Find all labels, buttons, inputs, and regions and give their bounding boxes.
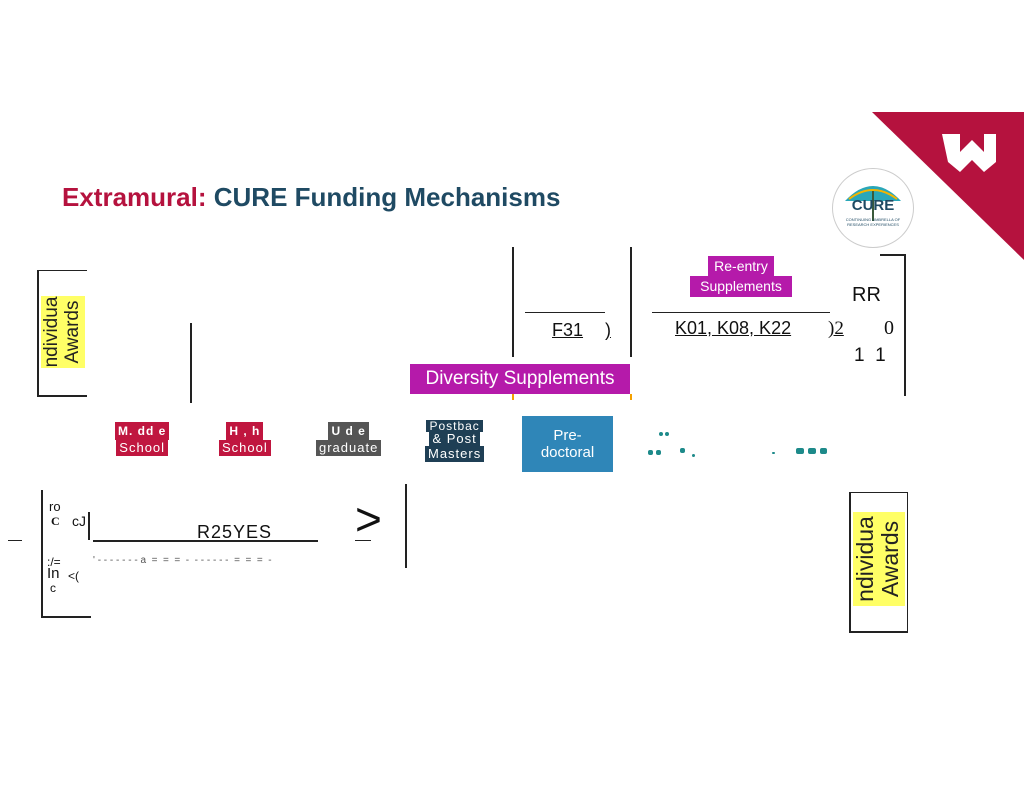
one-one-label: 1 1 — [854, 345, 886, 366]
stage-postbac-top: Postbac — [426, 420, 483, 432]
reentry-label-line2: Supplements — [690, 276, 792, 297]
stage-middle-school: M. dd e School — [115, 422, 170, 456]
stage-high-school-bottom: School — [219, 440, 271, 456]
page-title: Extramural: CURE Funding Mechanisms — [62, 182, 560, 213]
individual-awards-left-label: ndividua Awards — [41, 296, 83, 368]
stage-postbac-middle: & Post — [429, 432, 480, 446]
fragment-c2: c — [50, 581, 56, 595]
title-extramural: Extramural: — [62, 182, 207, 212]
stage-middle-school-bottom: School — [116, 440, 169, 456]
teal-dot — [656, 450, 661, 455]
fragment-c: C — [51, 514, 60, 528]
teal-dot — [659, 432, 663, 436]
f31-paren: ) — [605, 320, 611, 340]
stage-postbac: Postbac & Post Masters — [425, 420, 485, 462]
right-top-bracket — [880, 254, 906, 396]
diversity-tick-right — [630, 394, 632, 400]
fragment-ro: ro — [49, 499, 61, 514]
f31-left-line — [512, 247, 514, 357]
stage-high-school-top: H , h — [226, 422, 264, 440]
left-awards-bracket — [37, 270, 87, 397]
university-logo — [872, 112, 1024, 260]
r25-left-line — [88, 512, 90, 540]
f31-top-line — [525, 312, 605, 313]
stage-middle-school-top: M. dd e — [115, 422, 170, 440]
diversity-supplements-label: Diversity Supplements — [410, 364, 630, 394]
teal-dot — [648, 450, 653, 455]
r25-label: R25YES — [197, 522, 273, 542]
arrow-underline — [355, 540, 371, 541]
k-suffix: )2 — [828, 318, 844, 339]
cure-logo: CURE CONTINUING UMBRELLA OF RESEARCH EXP… — [832, 168, 914, 248]
n-emblem-icon — [942, 134, 996, 172]
teal-dot — [808, 448, 816, 454]
teal-dot — [680, 448, 685, 453]
cure-logo-subtitle: CONTINUING UMBRELLA OF RESEARCH EXPERIEN… — [845, 217, 901, 227]
individual-awards-left-box: ndividua Awards — [41, 296, 85, 368]
stage-predoctoral-top: Pre- — [553, 427, 582, 444]
stage-postbac-bottom: Masters — [425, 446, 485, 462]
teal-dot — [665, 432, 669, 436]
title-cure-funding: CURE Funding Mechanisms — [213, 182, 561, 212]
stage-high-school: H , h School — [219, 422, 271, 456]
k-top-line — [652, 312, 830, 313]
left-dash — [8, 540, 22, 541]
reentry-label-line1: Re-entry — [708, 256, 774, 276]
stage-undergraduate: U d e graduate — [316, 422, 382, 456]
fragment-in: In — [47, 565, 60, 582]
umbrella-icon — [845, 186, 901, 221]
divider-line — [190, 323, 192, 403]
stage-undergraduate-bottom: graduate — [316, 440, 382, 456]
teal-dot — [772, 452, 775, 454]
fragment-cj: cJ — [72, 513, 86, 529]
stage-undergraduate-top: U d e — [328, 422, 369, 440]
right-awards-bracket — [849, 492, 908, 633]
k-awards-label: K01, K08, K22 — [675, 318, 792, 338]
fragment-sym: :/= — [47, 555, 61, 569]
r25-right-line — [405, 484, 407, 568]
individual-awards-right-box: ndividua Awards — [852, 512, 905, 606]
diversity-tick-left — [512, 394, 514, 400]
rr-label: RR — [852, 284, 881, 306]
zero-label: 0 — [884, 317, 894, 339]
stage-predoctoral-bottom: doctoral — [540, 444, 595, 461]
stage-predoctoral: Pre- doctoral — [522, 416, 613, 472]
individual-awards-right-label: ndividua Awards — [852, 516, 903, 602]
r25-underline — [93, 540, 318, 542]
f31-right-line — [630, 247, 632, 357]
fragment-arrow: <( — [68, 569, 80, 583]
f31-label: F31 — [552, 320, 584, 340]
teal-dot — [796, 448, 804, 454]
teal-dot — [692, 454, 695, 457]
bottom-left-bracket — [41, 490, 91, 618]
cure-logo-text: CURE — [851, 197, 895, 214]
teal-dot — [820, 448, 827, 454]
dashed-line-text: ' - - - - - - - a = = = - - - - - - - = … — [93, 555, 272, 566]
arrow-glyph: > — [355, 493, 382, 545]
